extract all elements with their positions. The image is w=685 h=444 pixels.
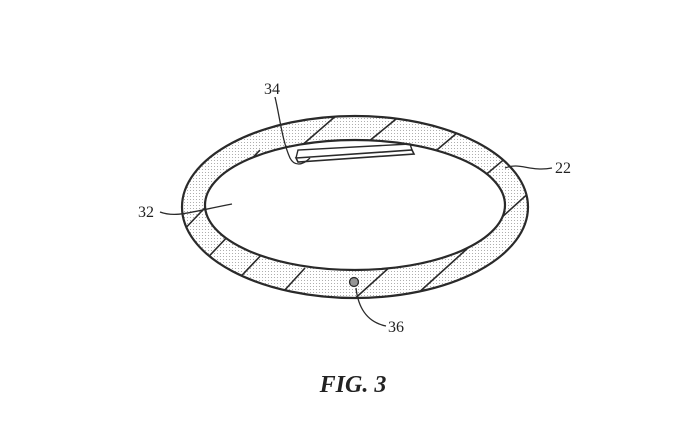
label-ring: 22 — [555, 160, 571, 177]
label-dot: 36 — [388, 319, 404, 336]
figure-caption: FIG. 3 — [319, 372, 387, 398]
inner-opening-edge — [203, 138, 507, 272]
leader-lines — [159, 96, 553, 327]
dot-feature — [348, 276, 360, 288]
ring-outer-edge — [180, 114, 530, 300]
label-inner-opening: 32 — [138, 204, 154, 221]
label-slot: 34 — [264, 81, 280, 98]
slot-feature — [294, 143, 416, 163]
